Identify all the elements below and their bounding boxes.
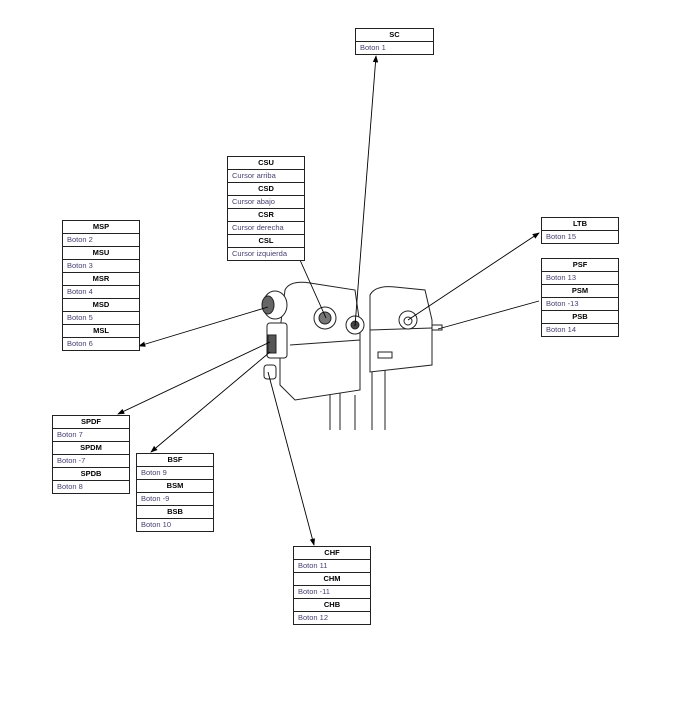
button-label: Boton 10: [141, 520, 172, 529]
code-label: CSD: [228, 183, 304, 196]
code-label: MSU: [63, 247, 139, 260]
leader-ch: [267, 371, 315, 546]
code-label: MSD: [63, 299, 139, 312]
button-label: Boton 4: [63, 286, 139, 299]
code-label: SPDM: [53, 442, 129, 455]
code-label: BSF: [137, 454, 213, 467]
leader-ms: [138, 306, 269, 347]
button-label: Boton 2: [63, 234, 139, 247]
button-label: Boton 3: [63, 260, 139, 273]
button-label: Boton -13: [542, 298, 618, 311]
button-label: Boton 9: [137, 467, 213, 480]
button-label: Boton -7: [53, 455, 129, 468]
code-label: MSL: [63, 325, 139, 338]
code-label: BSM: [137, 480, 213, 493]
code-label: CSL: [228, 235, 304, 248]
leader-ltb: [407, 232, 540, 321]
leader-spd: [117, 341, 271, 415]
code-label: BSB: [137, 506, 213, 519]
code-label: CHB: [294, 599, 370, 612]
button-label: Boton -11: [294, 586, 370, 599]
code-label: SC: [356, 29, 433, 42]
code-label: PSB: [542, 311, 618, 324]
leader-bs: [150, 351, 271, 453]
button-label: Boton 12: [298, 613, 329, 622]
button-label: Boton 11: [294, 560, 370, 573]
leader-ps: [437, 300, 540, 330]
code-label: CSU: [228, 157, 304, 170]
button-label: Cursor derecha: [228, 222, 304, 235]
button-label: Boton 13: [542, 272, 618, 285]
button-label: Cursor izquierda: [232, 249, 288, 258]
code-label: PSM: [542, 285, 618, 298]
code-label: CHF: [294, 547, 370, 560]
button-label: Boton 15: [546, 232, 577, 241]
button-label: Boton 8: [57, 482, 83, 491]
button-label: Boton 14: [546, 325, 577, 334]
code-label: CHM: [294, 573, 370, 586]
code-label: MSP: [63, 221, 139, 234]
button-label: Cursor arriba: [228, 170, 304, 183]
leader-sc: [354, 55, 379, 327]
code-label: SPDF: [53, 416, 129, 429]
button-label: Boton -9: [137, 493, 213, 506]
code-label: SPDB: [53, 468, 129, 481]
leader-cursor: [299, 259, 327, 319]
code-label: MSR: [63, 273, 139, 286]
button-label: Boton 6: [67, 339, 93, 348]
button-label: Boton 5: [63, 312, 139, 325]
code-label: LTB: [542, 218, 618, 231]
code-label: PSF: [542, 259, 618, 272]
button-label: Cursor abajo: [228, 196, 304, 209]
code-label: CSR: [228, 209, 304, 222]
button-label: Boton 1: [360, 43, 386, 52]
button-label: Boton 7: [53, 429, 129, 442]
